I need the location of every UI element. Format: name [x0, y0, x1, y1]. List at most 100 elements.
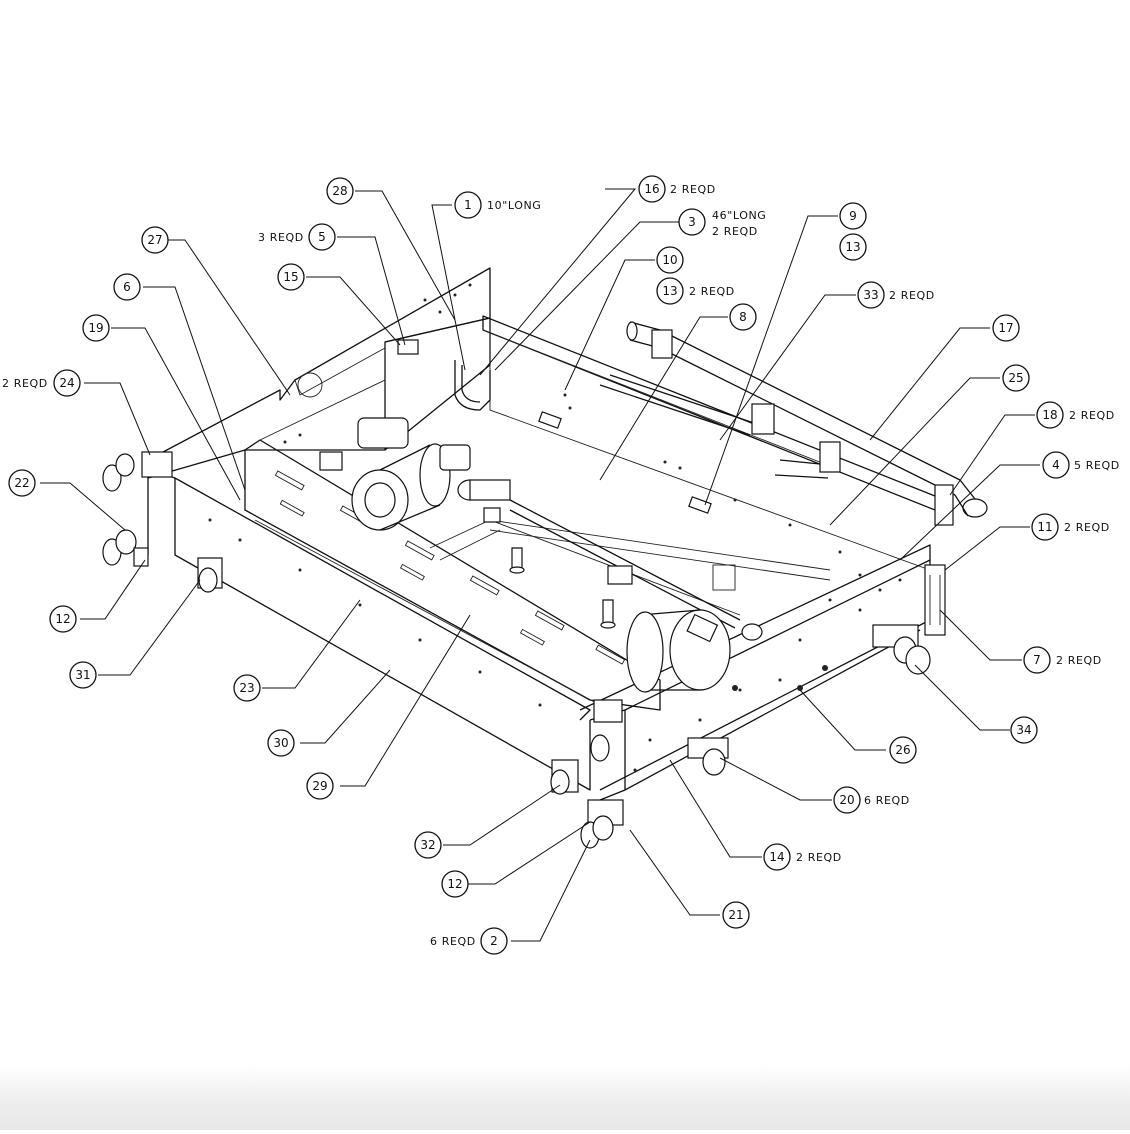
svg-text:10: 10: [662, 253, 677, 267]
callout-16: 16 2 REQD: [638, 175, 716, 203]
callout-21: 21: [722, 901, 750, 929]
callout-3: 3 46"LONG 2 REQD: [678, 208, 766, 238]
callout-1: 1 10"LONG: [454, 191, 541, 219]
svg-text:5: 5: [318, 230, 326, 244]
callout-10: 10: [656, 246, 684, 274]
callout-19: 19: [82, 314, 110, 342]
callout-12-left: 12: [49, 605, 77, 633]
svg-text:3: 3: [688, 215, 696, 229]
callout-9: 9: [839, 202, 867, 230]
callout-17: 17: [992, 314, 1020, 342]
back-wall-panel: [147, 267, 491, 479]
callout-5: 5 3 REQD: [258, 223, 336, 251]
svg-text:14: 14: [769, 850, 784, 864]
svg-text:2: 2: [490, 934, 498, 948]
callout-22: 22: [8, 469, 36, 497]
svg-text:34: 34: [1016, 723, 1031, 737]
svg-text:1: 1: [464, 198, 472, 212]
svg-text:21: 21: [728, 908, 743, 922]
svg-text:2 REQD: 2 REQD: [670, 183, 716, 196]
callout-12-bottom: 12: [441, 870, 469, 898]
svg-text:2 REQD: 2 REQD: [1056, 654, 1102, 667]
callout-18: 18 2 REQD: [1036, 401, 1115, 429]
svg-text:18: 18: [1042, 408, 1057, 422]
svg-text:7: 7: [1033, 653, 1041, 667]
callout-33: 33 2 REQD: [857, 281, 935, 309]
svg-text:16: 16: [644, 182, 659, 196]
svg-text:46"LONG: 46"LONG: [712, 209, 766, 222]
callout-29: 29: [306, 772, 334, 800]
page-shadow: [0, 1065, 1130, 1130]
callout-24: 24 2 REQD: [2, 369, 81, 397]
leader-lines: [40, 188, 1040, 942]
casters: [102, 451, 931, 849]
callout-20: 20 6 REQD: [833, 786, 910, 814]
svg-text:22: 22: [14, 476, 29, 490]
callout-15: 15: [277, 263, 305, 291]
svg-text:10"LONG: 10"LONG: [487, 199, 541, 212]
drum-roller: [626, 609, 763, 693]
frame-assembly: [102, 267, 988, 849]
callout-28: 28: [326, 177, 354, 205]
callout-23: 23: [233, 674, 261, 702]
svg-text:6 REQD: 6 REQD: [864, 794, 910, 807]
callout-13-center: 13 2 REQD: [656, 277, 735, 305]
svg-text:32: 32: [420, 838, 435, 852]
callout-4: 4 5 REQD: [1042, 451, 1120, 479]
svg-text:13: 13: [845, 240, 860, 254]
svg-text:27: 27: [147, 233, 162, 247]
svg-text:26: 26: [895, 743, 910, 757]
svg-text:4: 4: [1052, 458, 1060, 472]
svg-text:25: 25: [1008, 371, 1023, 385]
svg-text:20: 20: [839, 793, 854, 807]
callout-11: 11 2 REQD: [1031, 513, 1110, 541]
svg-text:29: 29: [312, 779, 327, 793]
callout-30: 30: [267, 729, 295, 757]
callout-34: 34: [1010, 716, 1038, 744]
svg-text:8: 8: [739, 310, 747, 324]
svg-text:28: 28: [332, 184, 347, 198]
svg-text:2 REQD: 2 REQD: [1069, 409, 1115, 422]
svg-text:11: 11: [1037, 520, 1052, 534]
svg-text:23: 23: [239, 681, 254, 695]
svg-text:12: 12: [447, 877, 462, 891]
motor-assembly: [351, 417, 741, 629]
svg-text:6: 6: [123, 280, 131, 294]
svg-text:31: 31: [75, 668, 90, 682]
svg-text:13: 13: [662, 284, 677, 298]
svg-text:19: 19: [88, 321, 103, 335]
svg-text:2 REQD: 2 REQD: [796, 851, 842, 864]
svg-text:24: 24: [59, 376, 74, 390]
callout-26: 26: [889, 736, 917, 764]
svg-text:2 REQD: 2 REQD: [689, 285, 735, 298]
svg-text:17: 17: [998, 321, 1013, 335]
callout-7: 7 2 REQD: [1023, 646, 1102, 674]
callout-32: 32: [414, 831, 442, 859]
svg-text:2 REQD: 2 REQD: [712, 225, 758, 238]
callout-2: 2 6 REQD: [430, 927, 508, 955]
svg-text:9: 9: [849, 209, 857, 223]
svg-text:2 REQD: 2 REQD: [2, 377, 48, 390]
svg-text:15: 15: [283, 270, 298, 284]
right-top-rail: [482, 315, 941, 513]
callout-13-right: 13: [839, 233, 867, 261]
svg-text:2 REQD: 2 REQD: [889, 289, 935, 302]
callout-27: 27: [141, 226, 169, 254]
callout-25: 25: [1002, 364, 1030, 392]
svg-text:12: 12: [55, 612, 70, 626]
svg-text:30: 30: [273, 736, 288, 750]
callout-14: 14 2 REQD: [763, 843, 842, 871]
svg-text:33: 33: [863, 288, 878, 302]
svg-text:5 REQD: 5 REQD: [1074, 459, 1120, 472]
callout-6: 6: [113, 273, 141, 301]
callout-31: 31: [69, 661, 97, 689]
fastener-dots: [208, 283, 902, 772]
panel-slots: [274, 470, 626, 665]
callout-8: 8: [729, 303, 757, 331]
slotted-panel: [244, 439, 661, 711]
svg-text:3 REQD: 3 REQD: [258, 231, 304, 244]
svg-text:6 REQD: 6 REQD: [430, 935, 476, 948]
svg-text:2 REQD: 2 REQD: [1064, 521, 1110, 534]
